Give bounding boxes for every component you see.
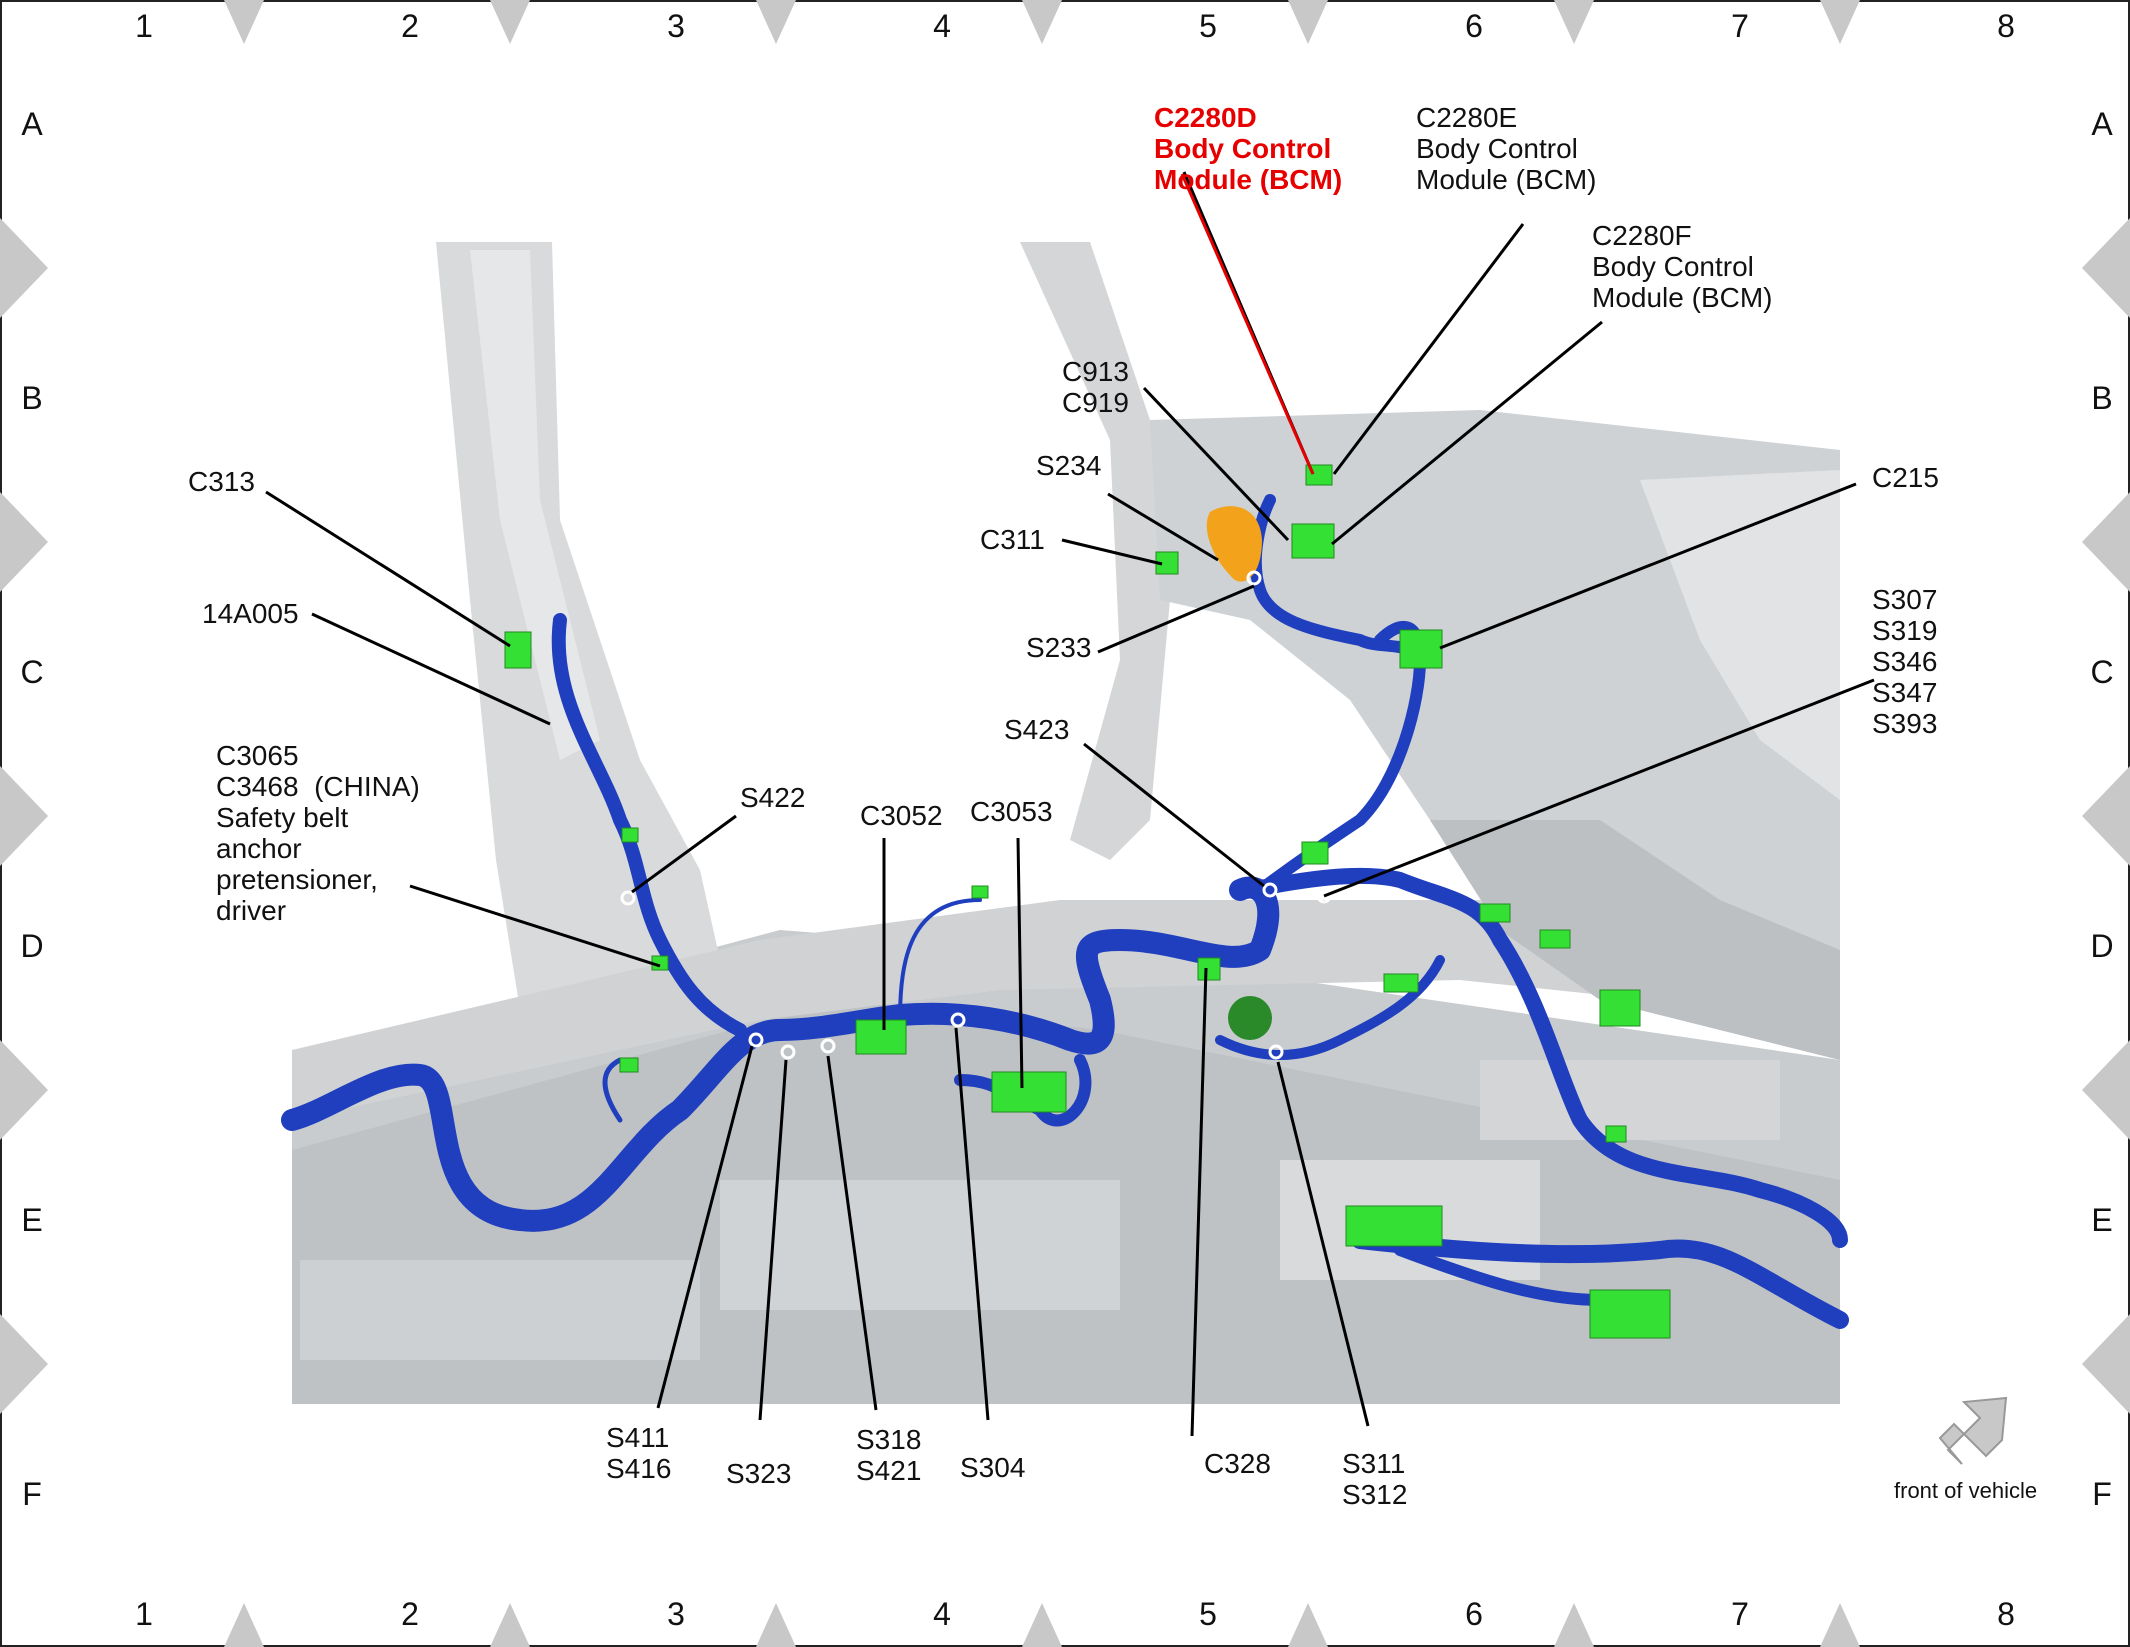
- col-label-3: 3: [667, 8, 685, 44]
- row-label-f: F: [22, 1476, 42, 1512]
- label-s318-s421: S318 S421: [856, 1424, 922, 1486]
- col-label-1: 1: [135, 8, 153, 44]
- front-arrow-icon: [1938, 1396, 2008, 1465]
- connector-d-green: [1301, 841, 1329, 865]
- col-label-1-bottom: 1: [135, 1596, 153, 1632]
- label-c2280d: C2280D Body Control Module (BCM): [1154, 102, 1343, 195]
- label-c3065-c3468: C3065 C3468 (CHINA) Safety belt anchor p…: [216, 740, 420, 926]
- row-label-a-right: A: [2091, 106, 2113, 142]
- col-label-7-bottom: 7: [1731, 1596, 1749, 1632]
- label-s307-group: S307 S319 S346 S347 S393: [1872, 584, 1938, 739]
- col-label-2-bottom: 2: [401, 1596, 419, 1632]
- label-c2280e: C2280E Body Control Module (BCM): [1416, 102, 1597, 195]
- leader-line-red: [1180, 173, 1315, 475]
- label-c2280f: C2280F Body Control Module (BCM): [1592, 220, 1773, 313]
- label-s234: S234: [1036, 450, 1102, 481]
- label-c328: C328: [1204, 1448, 1271, 1479]
- col-label-5-bottom: 5: [1199, 1596, 1217, 1632]
- connector-c328: [1197, 957, 1221, 981]
- row-label-d-right: D: [2090, 928, 2114, 964]
- label-s411-s416: S411 S416: [606, 1422, 672, 1484]
- row-label-a: A: [21, 106, 43, 142]
- connector-e-right: [1589, 1289, 1671, 1339]
- col-label-8-bottom: 8: [1997, 1596, 2015, 1632]
- row-label-c-right: C: [2090, 654, 2114, 690]
- ground-connector: [1228, 996, 1272, 1040]
- label-c311: C311: [980, 524, 1045, 555]
- label-s233: S233: [1026, 632, 1092, 663]
- bcm-module: [1206, 506, 1262, 582]
- row-label-e: E: [21, 1202, 43, 1238]
- front-of-vehicle-label: front of vehicle: [1894, 1478, 2038, 1503]
- row-label-f-right: F: [2092, 1476, 2112, 1512]
- connector-c313: [504, 631, 532, 669]
- row-label-c: C: [20, 654, 44, 690]
- col-label-2: 2: [401, 8, 419, 44]
- connector-c2280f: [1291, 523, 1335, 559]
- label-c913-c919: C913 C919: [1062, 356, 1129, 418]
- label-s423: S423: [1004, 714, 1070, 745]
- col-label-6-bottom: 6: [1465, 1596, 1483, 1632]
- connector-small-4: [1605, 1125, 1627, 1143]
- label-s304: S304: [960, 1452, 1026, 1483]
- col-label-4-bottom: 4: [933, 1596, 951, 1632]
- connector-small-1: [619, 1057, 639, 1073]
- connector-c3053: [991, 1071, 1067, 1113]
- row-label-b-right: B: [2091, 380, 2113, 416]
- label-c215: C215: [1872, 462, 1939, 493]
- row-label-e-right: E: [2091, 1202, 2113, 1238]
- col-label-4: 4: [933, 8, 951, 44]
- label-c313: C313: [188, 466, 255, 497]
- col-label-6: 6: [1465, 8, 1483, 44]
- row-label-d: D: [20, 928, 44, 964]
- connector-e-left: [1345, 1205, 1443, 1247]
- label-c3052: C3052: [860, 800, 943, 831]
- col-label-5: 5: [1199, 8, 1217, 44]
- label-s311-s312: S311 S312: [1342, 1448, 1408, 1510]
- connector-d-mid: [1479, 903, 1511, 923]
- splice-markers: [620, 570, 1332, 1060]
- label-c3053: C3053: [970, 796, 1053, 827]
- connectors: [504, 464, 1671, 1339]
- label-14a005: 14A005: [202, 598, 299, 629]
- col-label-8: 8: [1997, 8, 2015, 44]
- col-label-3-bottom: 3: [667, 1596, 685, 1632]
- row-label-b: B: [21, 380, 43, 416]
- label-s323: S323: [726, 1458, 792, 1489]
- col-label-7: 7: [1731, 8, 1749, 44]
- connector-small-3: [971, 885, 989, 899]
- label-s422: S422: [740, 782, 806, 813]
- connector-c3052: [855, 1019, 907, 1055]
- connector-d-mid2: [1383, 973, 1419, 993]
- connector-d-right: [1599, 989, 1641, 1027]
- connector-c215: [1399, 629, 1443, 669]
- connector-small-2: [621, 827, 639, 843]
- connector-d-right2: [1539, 929, 1571, 949]
